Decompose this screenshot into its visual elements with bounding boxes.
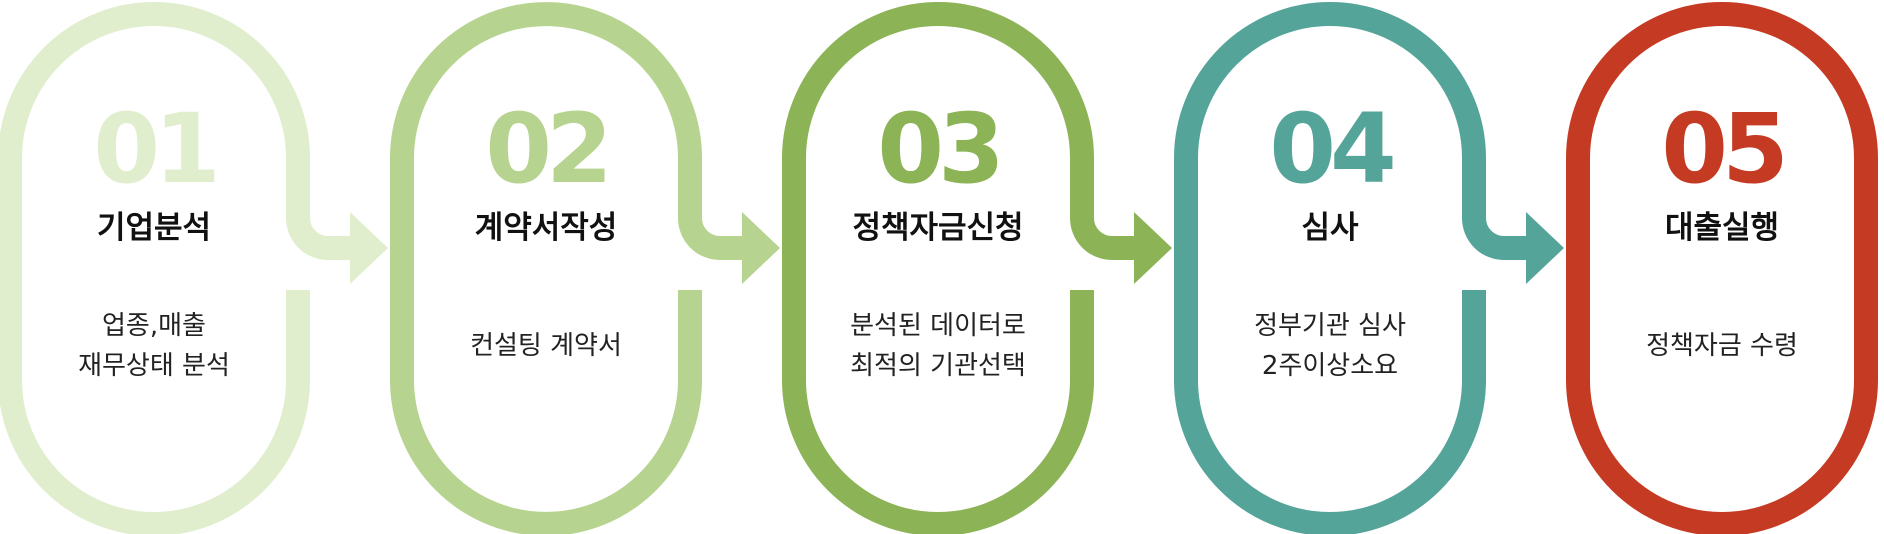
step-2-number: 02 <box>485 93 607 205</box>
step-1-number: 01 <box>93 93 215 205</box>
step-2: 02 계약서작성 컨설팅 계약서 <box>390 2 780 534</box>
step-2-arrow-icon <box>742 212 780 284</box>
step-1-capsule <box>0 2 310 534</box>
step-4-desc-line-2: 2주이상소요 <box>1262 351 1398 381</box>
step-2-capsule <box>390 2 702 534</box>
step-1-desc-line-1: 업종,매출 <box>102 311 206 341</box>
step-4-number: 04 <box>1269 93 1393 205</box>
step-5: 05 대출실행 정책자금 수령 <box>1566 2 1878 534</box>
step-1-arrow-icon <box>350 212 388 284</box>
step-3: 03 정책자금신청 분석된 데이터로 최적의 기관선택 <box>782 2 1172 534</box>
step-4-capsule <box>1174 2 1486 534</box>
step-1: 01 기업분석 업종,매출 재무상태 분석 <box>0 2 388 534</box>
step-3-title: 정책자금신청 <box>852 210 1023 246</box>
step-4-arrow-icon <box>1526 212 1564 284</box>
step-1-connector <box>286 158 352 260</box>
step-3-arrow-icon <box>1134 212 1172 284</box>
step-3-connector <box>1070 158 1136 260</box>
step-2-connector <box>678 158 744 260</box>
step-3-number: 03 <box>877 93 999 205</box>
step-4-title: 심사 <box>1301 210 1359 246</box>
step-1-title: 기업분석 <box>97 210 211 246</box>
step-5-capsule <box>1566 2 1878 534</box>
step-2-title: 계약서작성 <box>475 210 618 246</box>
step-1-desc-line-2: 재무상태 분석 <box>78 351 230 381</box>
step-3-desc-line-1: 분석된 데이터로 <box>850 311 1026 341</box>
step-5-desc-line-1: 정책자금 수령 <box>1646 331 1798 361</box>
step-5-number: 05 <box>1661 93 1783 205</box>
step-3-desc-line-2: 최적의 기관선택 <box>850 351 1026 381</box>
step-3-capsule <box>782 2 1094 534</box>
step-2-desc-line-1: 컨설팅 계약서 <box>470 331 622 361</box>
step-4-connector <box>1462 158 1528 260</box>
step-4: 04 심사 정부기관 심사 2주이상소요 <box>1174 2 1564 534</box>
step-5-title: 대출실행 <box>1665 210 1779 246</box>
step-4-desc-line-1: 정부기관 심사 <box>1254 311 1406 341</box>
